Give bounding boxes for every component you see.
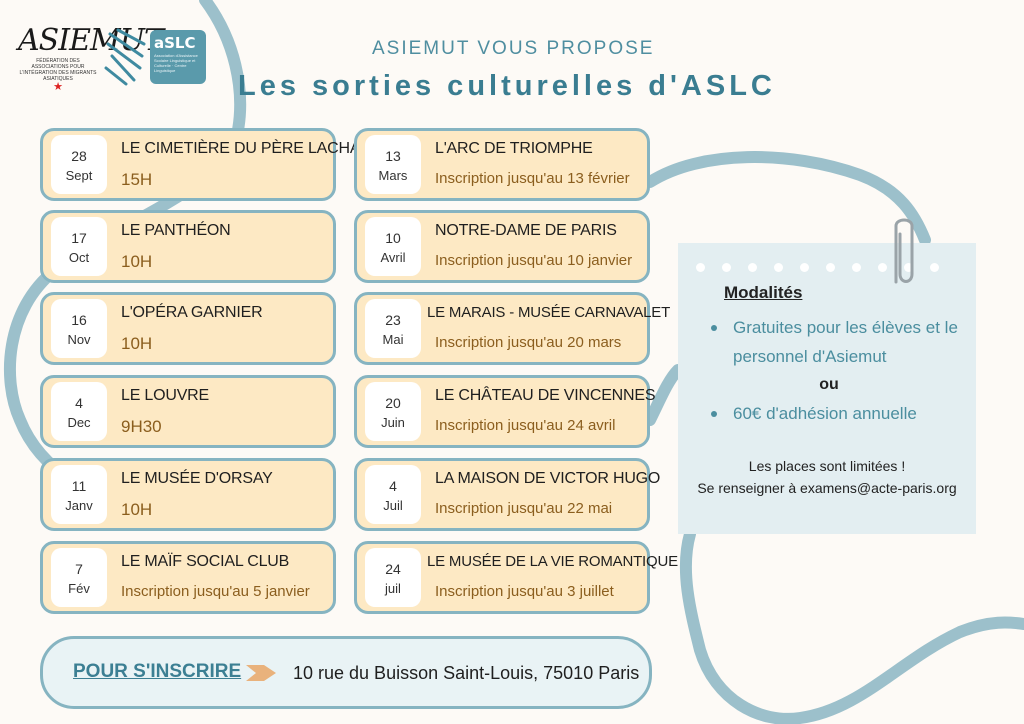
register-link[interactable]: POUR S'INSCRIRE <box>73 661 242 682</box>
chevron-right-icon <box>246 665 276 681</box>
event-title: LE MAÏF SOCIAL CLUB <box>121 553 290 570</box>
event-card: 16 Nov L'OPÉRA GARNIER 10H <box>40 292 336 365</box>
event-day: 28 <box>71 148 87 164</box>
asiemut-logo: ASIEMUT FÉDÉRATION DES ASSOCIATIONS POUR… <box>18 23 164 93</box>
event-month: Fév <box>68 581 90 596</box>
event-info: Inscription jusqu'au 24 avril <box>435 417 616 434</box>
modalites-footer: Les places sont limitées ! Se renseigner… <box>678 455 976 499</box>
event-day: 13 <box>385 148 401 164</box>
aslc-logo-subtitle: Association d'Assistance Scolaire Lingui… <box>154 53 198 73</box>
date-box: 11 Janv <box>51 465 107 524</box>
event-day: 10 <box>385 230 401 246</box>
modalites-option-free: Gratuites pour les élèves et le personne… <box>708 313 970 371</box>
date-box: 23 Mai <box>365 299 421 358</box>
modalites-list: Gratuites pour les élèves et le personne… <box>708 313 970 428</box>
page-title: Les sorties culturelles d'ASLC <box>238 70 776 102</box>
date-box: 4 Juil <box>365 465 421 524</box>
asiemut-logo-subtitle: FÉDÉRATION DES ASSOCIATIONS POUR L'INTÉG… <box>19 58 97 82</box>
event-month: Juil <box>383 498 403 513</box>
date-box: 20 Juin <box>365 382 421 441</box>
event-title: L'OPÉRA GARNIER <box>121 304 263 321</box>
page-subtitle: ASIEMUT VOUS PROPOSE <box>372 38 655 59</box>
event-title: LA MAISON DE VICTOR HUGO <box>435 470 661 487</box>
event-title: LE MUSÉE DE LA VIE ROMANTIQUE <box>427 553 678 570</box>
event-info: Inscription jusqu'au 20 mars <box>435 334 622 351</box>
event-day: 7 <box>75 561 83 577</box>
event-card: 13 Mars L'ARC DE TRIOMPHE Inscription ju… <box>354 128 650 201</box>
event-day: 23 <box>385 312 401 328</box>
event-month: Oct <box>68 250 90 265</box>
event-info: Inscription jusqu'au 5 janvier <box>121 583 310 600</box>
event-month: Mai <box>382 332 404 347</box>
event-card: 11 Janv LE MUSÉE D'ORSAY 10H <box>40 458 336 531</box>
date-box: 24 juil <box>365 548 421 607</box>
event-title: LE MUSÉE D'ORSAY <box>121 470 273 487</box>
event-card: 23 Mai LE MARAIS - MUSÉE CARNAVALET Insc… <box>354 292 670 365</box>
modalites-title: Modalités <box>724 283 803 302</box>
event-day: 17 <box>71 230 87 246</box>
event-month: Avril <box>380 250 406 265</box>
event-card: 4 Dec LE LOUVRE 9H30 <box>40 375 336 448</box>
modalites-option-membership: 60€ d'adhésion annuelle <box>708 399 970 428</box>
event-card: 17 Oct LE PANTHÉON 10H <box>40 210 336 283</box>
places-limited-text: Les places sont limitées ! <box>748 458 906 474</box>
event-month: Sept <box>65 168 93 183</box>
modalites-note: Modalités Gratuites pour les élèves et l… <box>678 243 976 534</box>
event-title: LE CIMETIÈRE DU PÈRE LACHAISE <box>121 140 386 157</box>
event-title: NOTRE-DAME DE PARIS <box>435 222 617 239</box>
registration-bar: POUR S'INSCRIRE 10 rue du Buisson Saint-… <box>40 636 652 709</box>
aslc-logo-name: aSLC <box>154 34 196 52</box>
event-day: 24 <box>385 561 401 577</box>
event-info: 10H <box>121 334 153 353</box>
date-box: 28 Sept <box>51 135 107 194</box>
event-title: LE MARAIS - MUSÉE CARNAVALET <box>427 304 671 321</box>
event-month: Mars <box>378 168 408 183</box>
date-box: 10 Avril <box>365 217 421 276</box>
event-title: LE PANTHÉON <box>121 222 231 239</box>
event-info: 15H <box>121 170 153 189</box>
event-card: 20 Juin LE CHÂTEAU DE VINCENNES Inscript… <box>354 375 656 448</box>
event-day: 16 <box>71 312 87 328</box>
date-box: 7 Fév <box>51 548 107 607</box>
event-info: Inscription jusqu'au 22 mai <box>435 500 613 517</box>
event-day: 11 <box>71 478 87 494</box>
registration-address: 10 rue du Buisson Saint-Louis, 75010 Par… <box>293 663 640 683</box>
event-month: Nov <box>67 332 91 347</box>
event-day: 20 <box>385 395 401 411</box>
asiemut-logo-name: ASIEMUT <box>18 23 164 58</box>
event-info: Inscription jusqu'au 13 février <box>435 170 630 187</box>
event-title: LE LOUVRE <box>121 387 210 404</box>
note-holes <box>696 259 966 272</box>
paperclip-icon <box>894 218 914 284</box>
event-info: 10H <box>121 252 153 271</box>
star-icon: ★ <box>53 81 63 93</box>
date-box: 13 Mars <box>365 135 421 194</box>
event-card: 4 Juil LA MAISON DE VICTOR HUGO Inscript… <box>354 458 660 531</box>
event-info: Inscription jusqu'au 3 juillet <box>435 583 614 600</box>
contact-text: Se renseigner à examens@acte-paris.org <box>697 480 957 496</box>
event-title: LE CHÂTEAU DE VINCENNES <box>435 387 656 404</box>
event-card: 7 Fév LE MAÏF SOCIAL CLUB Inscription ju… <box>40 541 336 614</box>
event-info: 10H <box>121 500 153 519</box>
aslc-logo: aSLC Association d'Assistance Scolaire L… <box>150 30 206 84</box>
modalites-or: ou <box>819 376 839 393</box>
date-box: 16 Nov <box>51 299 107 358</box>
event-month: Janv <box>65 498 93 513</box>
event-day: 4 <box>75 395 83 411</box>
event-card: 10 Avril NOTRE-DAME DE PARIS Inscription… <box>354 210 650 283</box>
event-month: Juin <box>381 415 405 430</box>
date-box: 4 Dec <box>51 382 107 441</box>
event-card: 24 juil LE MUSÉE DE LA VIE ROMANTIQUE In… <box>354 541 678 614</box>
event-day: 4 <box>389 478 397 494</box>
event-info: Inscription jusqu'au 10 janvier <box>435 252 633 269</box>
event-month: juil <box>385 581 401 596</box>
date-box: 17 Oct <box>51 217 107 276</box>
event-card: 28 Sept LE CIMETIÈRE DU PÈRE LACHAISE 15… <box>40 128 386 201</box>
event-info: 9H30 <box>121 417 162 436</box>
bamboo-leaf-icon <box>104 28 146 86</box>
event-title: L'ARC DE TRIOMPHE <box>435 140 593 157</box>
event-month: Dec <box>67 415 91 430</box>
